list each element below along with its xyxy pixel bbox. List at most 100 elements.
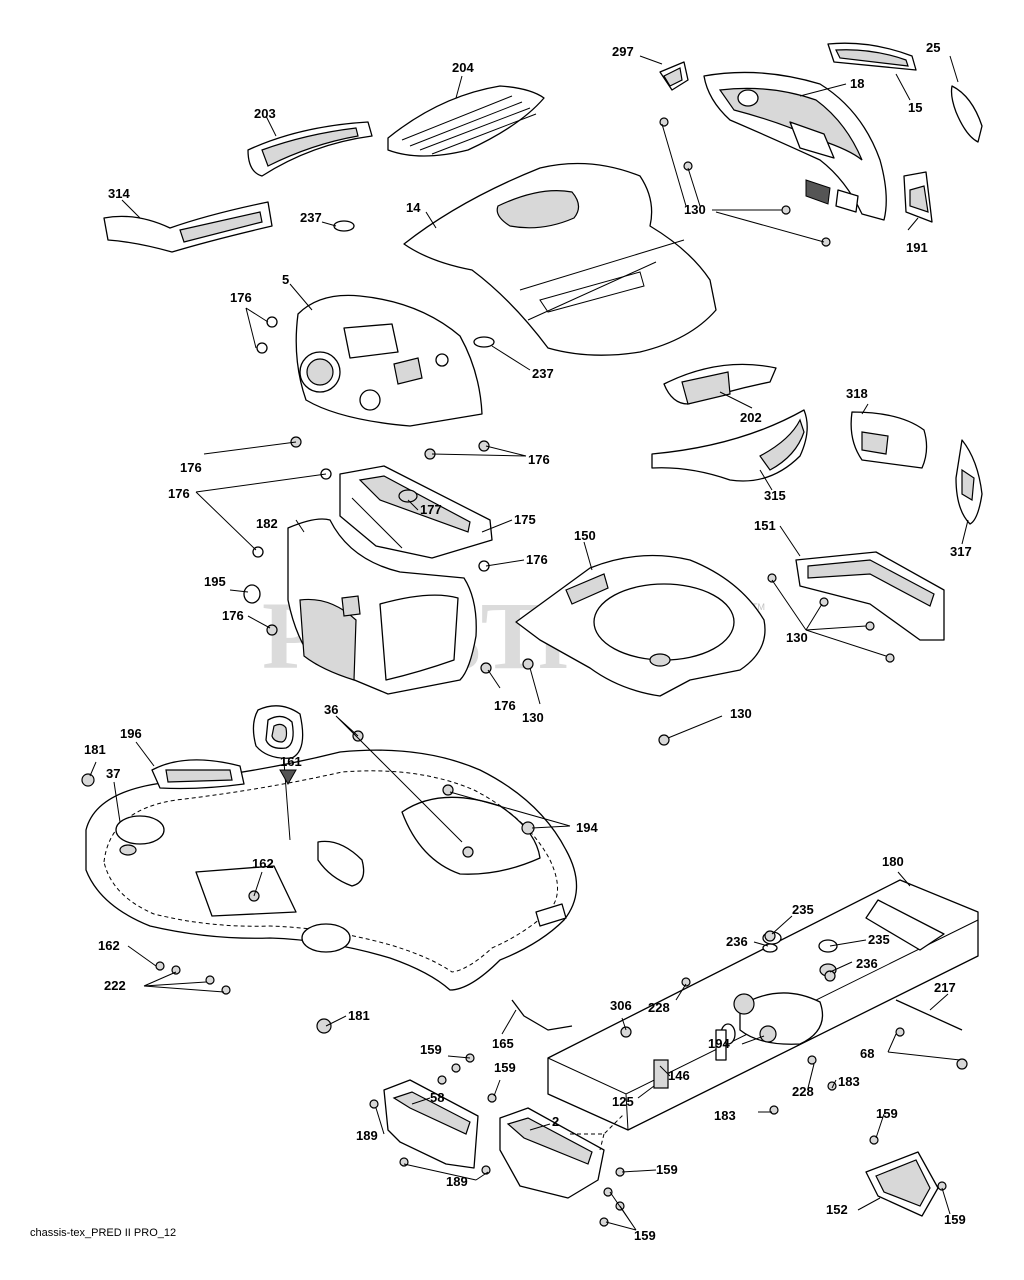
label-181-b: 181: [348, 1008, 370, 1023]
label-297: 297: [612, 44, 634, 59]
part-203-drawing: [247, 121, 373, 177]
label-165: 165: [492, 1036, 514, 1051]
label-217: 217: [934, 980, 956, 995]
label-58: 58: [430, 1090, 444, 1105]
label-161: 161: [280, 754, 302, 769]
label-36: 36: [324, 702, 338, 717]
label-159-c: 159: [656, 1162, 678, 1177]
label-125: 125: [612, 1094, 634, 1109]
label-196: 196: [120, 726, 142, 741]
label-180: 180: [882, 854, 904, 869]
part-161-drawing: [252, 705, 365, 887]
part-315-drawing: [651, 409, 808, 482]
label-228-b: 228: [792, 1084, 814, 1099]
label-176-d: 176: [168, 486, 190, 501]
label-146: 146: [668, 1068, 690, 1083]
label-25: 25: [926, 40, 940, 55]
label-130-c: 130: [522, 710, 544, 725]
label-235-b: 235: [868, 932, 890, 947]
label-182: 182: [256, 516, 278, 531]
footer-caption: chassis-tex_PRED II PRO_12: [30, 1227, 176, 1239]
part-25-drawing: [950, 85, 983, 143]
label-159-e: 159: [944, 1212, 966, 1227]
part-labels: 297 25 18 15 204 203 130 191 314 237 14 …: [84, 40, 972, 1243]
part-217-drawing: [895, 999, 963, 1031]
label-315: 315: [764, 488, 786, 503]
label-204: 204: [452, 60, 474, 75]
label-191: 191: [906, 240, 928, 255]
label-203: 203: [254, 106, 276, 121]
label-314: 314: [108, 186, 130, 201]
label-159-a: 159: [420, 1042, 442, 1057]
part-151-drawing: [795, 551, 945, 641]
label-151: 151: [754, 518, 776, 533]
watermark-tm: TM: [752, 602, 765, 612]
label-237-a: 237: [300, 210, 322, 225]
part-317-drawing: [955, 439, 983, 525]
part-150-drawing: [515, 554, 766, 697]
label-236-b: 236: [856, 956, 878, 971]
label-14: 14: [406, 200, 421, 215]
part-175-drawing: [339, 465, 493, 559]
label-150: 150: [574, 528, 596, 543]
part-2-drawing: [499, 1107, 625, 1199]
label-130-b: 130: [786, 630, 808, 645]
label-176-c: 176: [528, 452, 550, 467]
part-18-drawing: [703, 71, 887, 221]
label-18: 18: [850, 76, 864, 91]
part-177-drawing: [398, 489, 418, 503]
part-237b-drawing: [473, 336, 495, 348]
label-176-e: 176: [526, 552, 548, 567]
label-183-b: 183: [714, 1108, 736, 1123]
label-306: 306: [610, 998, 632, 1013]
part-195-drawing: [243, 584, 261, 604]
leader-lines: [89, 55, 969, 1231]
label-222: 222: [104, 978, 126, 993]
label-236-a: 236: [726, 934, 748, 949]
label-162-a: 162: [252, 856, 274, 871]
label-68: 68: [860, 1046, 874, 1061]
label-237-b: 237: [532, 366, 554, 381]
label-317: 317: [950, 544, 972, 559]
label-130-a: 130: [684, 202, 706, 217]
label-175: 175: [514, 512, 536, 527]
part-318-drawing: [850, 411, 928, 469]
part-15-drawing: [827, 42, 917, 71]
label-152: 152: [826, 1202, 848, 1217]
part-14-drawing: [403, 162, 717, 356]
label-235-a: 235: [792, 902, 814, 917]
part-5-drawing: [295, 294, 483, 427]
label-159-b: 159: [494, 1060, 516, 1075]
part-191-drawing: [903, 171, 933, 223]
label-189-a: 189: [356, 1128, 378, 1143]
label-318: 318: [846, 386, 868, 401]
part-196-drawing: [151, 759, 245, 790]
label-181-a: 181: [84, 742, 106, 757]
label-159-f: 159: [634, 1228, 656, 1243]
part-204-drawing: [387, 85, 545, 157]
label-194-a: 194: [576, 820, 598, 835]
label-15: 15: [908, 100, 922, 115]
part-314-drawing: [103, 201, 273, 253]
label-130-d: 130: [730, 706, 752, 721]
part-152-drawing: [865, 1151, 939, 1217]
part-297-drawing: [659, 61, 689, 91]
label-37: 37: [106, 766, 120, 781]
label-176-b: 176: [180, 460, 202, 475]
label-194-b: 194: [708, 1036, 730, 1051]
label-162-b: 162: [98, 938, 120, 953]
label-195: 195: [204, 574, 226, 589]
label-202: 202: [740, 410, 762, 425]
label-176-g: 176: [494, 698, 516, 713]
part-58-drawing: [383, 1079, 479, 1169]
label-176-f: 176: [222, 608, 244, 623]
label-2: 2: [552, 1114, 559, 1129]
part-165-drawing: [511, 999, 573, 1031]
label-5: 5: [282, 272, 289, 287]
part-237a-drawing: [333, 220, 355, 232]
label-177: 177: [420, 502, 442, 517]
label-189-b: 189: [446, 1174, 468, 1189]
label-183-a: 183: [838, 1074, 860, 1089]
part-202-drawing: [663, 363, 777, 405]
